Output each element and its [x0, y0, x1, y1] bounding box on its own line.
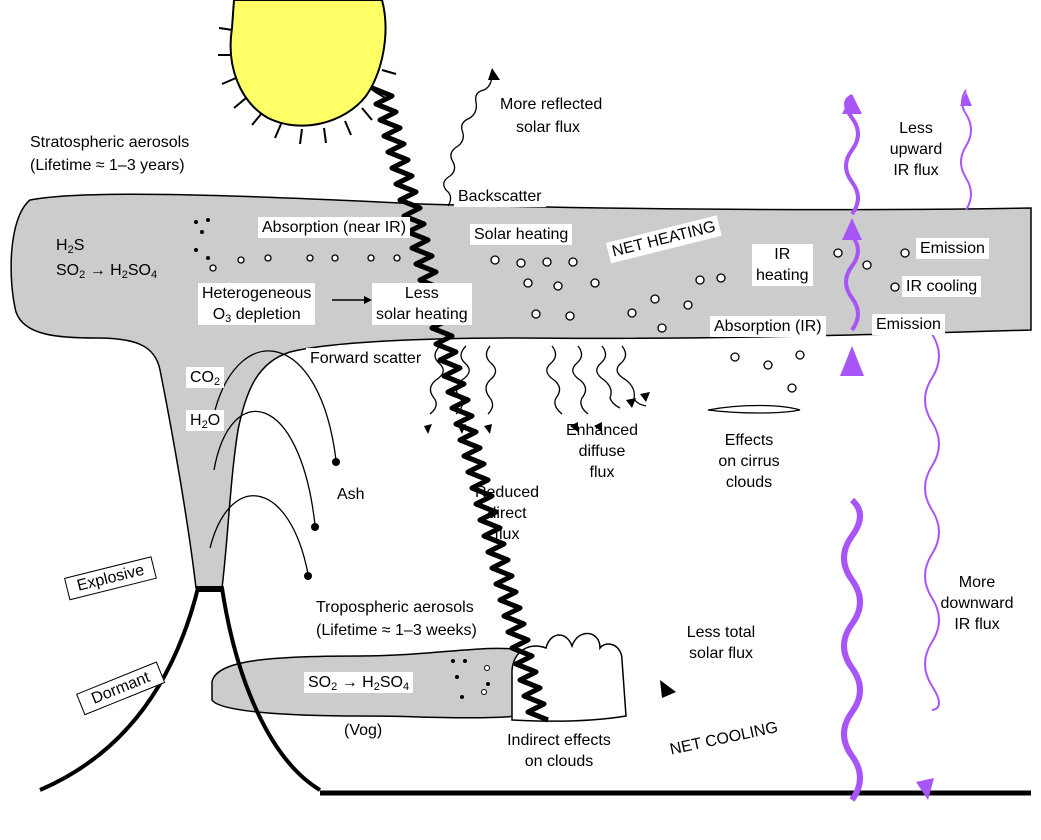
tropospheric-title: Tropospheric aerosols — [316, 597, 474, 618]
absorption-ir-label: Absorption (IR) — [710, 316, 826, 337]
surface-ir-up-arrow — [844, 500, 860, 800]
vog-label: (Vog) — [344, 720, 382, 741]
direct-beam-arrowhead — [660, 680, 676, 698]
tropospheric-lifetime: (Lifetime ≈ 1–3 weeks) — [316, 620, 477, 641]
h2o-label: H2O — [186, 410, 224, 431]
downward-ir-arrowhead — [916, 778, 934, 800]
sun — [231, 0, 386, 126]
more-reflected-label: More reflected — [500, 94, 602, 115]
emission-bottom-label: Emission — [872, 314, 945, 335]
ash-particles — [304, 458, 340, 580]
ash-label: Ash — [337, 484, 365, 505]
cirrus-cloud — [708, 406, 800, 414]
emission-up-arrow — [961, 90, 971, 210]
solar-heating-label: Solar heating — [470, 224, 572, 245]
so2-h2so4-formula: SO2 → H2SO4 — [56, 260, 157, 281]
downward-ir-arrow — [925, 334, 939, 710]
emission-top-label: Emission — [916, 238, 989, 259]
reflected-solar-flux-label: solar flux — [516, 117, 580, 138]
forward-scatter-arrows — [430, 346, 646, 414]
stratospheric-lifetime: (Lifetime ≈ 1–3 years) — [30, 155, 185, 176]
backscatter-label: Backscatter — [454, 186, 546, 207]
vog-formula: SO2 → H2SO4 — [304, 672, 413, 693]
absorption-near-ir-label: Absorption (near IR) — [258, 217, 410, 238]
h2s-formula: H2S — [56, 235, 84, 256]
co2-label: CO2 — [186, 367, 224, 388]
stratospheric-title: Stratospheric aerosols — [30, 132, 189, 153]
surface-ir-up-arrowhead — [840, 346, 864, 376]
forward-scatter-label: Forward scatter — [306, 348, 425, 369]
reflected-arrowhead — [488, 68, 500, 80]
ir-cooling-label: IR cooling — [902, 276, 981, 297]
